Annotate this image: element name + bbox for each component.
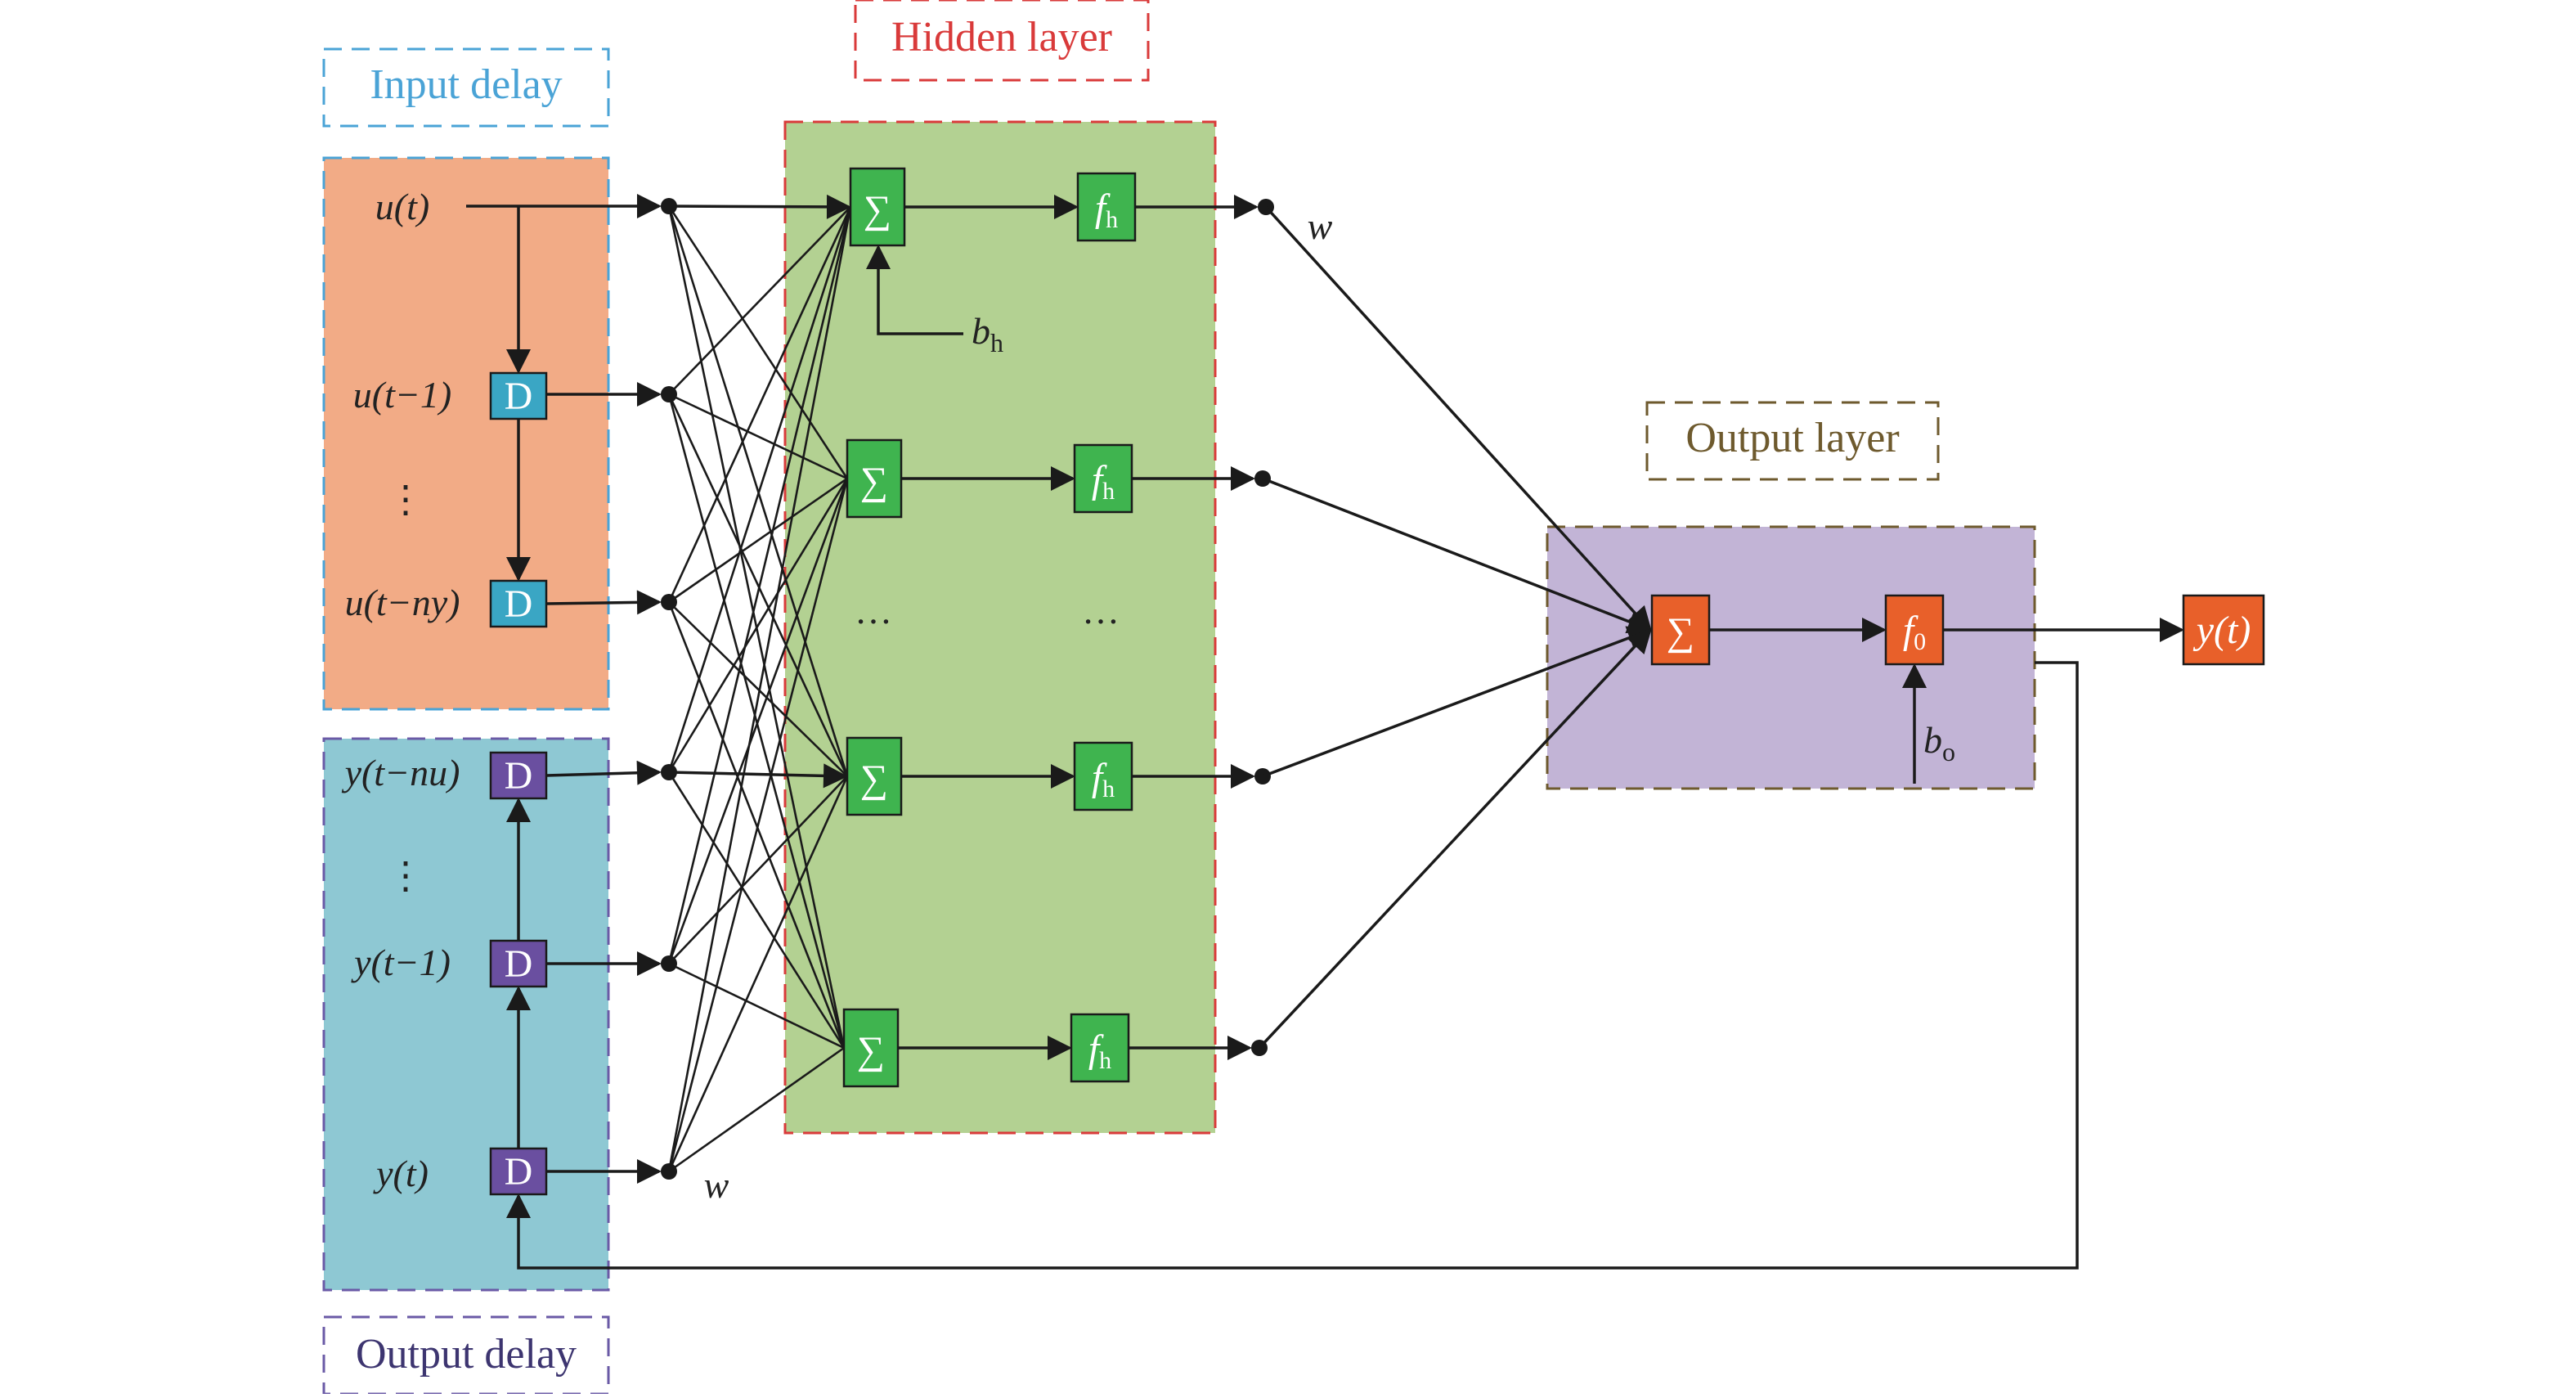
- label-y-t-1: y(t−1): [351, 942, 451, 983]
- delay-box-y1-label: D: [505, 942, 533, 986]
- hidden-activation-1: fh: [1076, 172, 1137, 242]
- wire-27: [667, 478, 849, 964]
- hidden-activation-2: fh: [1073, 443, 1133, 514]
- output-layer-title: Output layer: [1685, 415, 1899, 461]
- hidden-sum-2: ∑: [846, 438, 903, 519]
- label-u-t-ny: u(t−ny): [345, 582, 460, 623]
- wire-3: [545, 760, 662, 785]
- output-layer-title-frame: [1645, 401, 1940, 481]
- connection-wires: [466, 194, 2184, 1270]
- weight-label-bottom: w: [704, 1164, 729, 1206]
- hidden-layer-title: Hidden layer: [891, 14, 1112, 61]
- hidden-activation-4: fh: [1070, 1013, 1130, 1083]
- label-ellipsis-y: ⋮: [387, 855, 424, 897]
- wire-16: [667, 393, 849, 777]
- wire-29: [668, 962, 845, 1050]
- input-delay-title: Input delay: [370, 61, 562, 108]
- wire-14: [668, 206, 851, 395]
- output-y-label: y(t): [2192, 609, 2251, 652]
- hidden-bias-label: bh: [972, 310, 1003, 357]
- wire-21: [667, 601, 846, 1049]
- label-y-t-nu: y(t−nu): [342, 752, 460, 793]
- hidden-sum-3: ∑: [846, 736, 903, 816]
- hidden-layer-region: [783, 120, 1217, 1135]
- wire-20: [668, 601, 848, 777]
- label-ellipsis-u: ⋮: [387, 479, 424, 520]
- output-delay-region: [322, 737, 610, 1292]
- input-node-3: [661, 594, 677, 610]
- hidden-activation-3: fh: [1073, 741, 1133, 811]
- delay-box-u1-label: D: [505, 375, 533, 418]
- input-node-4: [661, 764, 677, 780]
- input-node-1: [661, 198, 677, 214]
- delay-box-uny: D: [489, 579, 548, 628]
- input-node-5: [661, 955, 677, 972]
- output-delay-title: Output delay: [356, 1331, 577, 1378]
- output-layer-region: [1546, 525, 2036, 790]
- hidden-sum-1: ∑: [849, 167, 906, 247]
- wire-35: [668, 763, 848, 789]
- wire-28: [668, 775, 848, 964]
- wire-17: [667, 393, 846, 1049]
- wire-34: [668, 194, 851, 219]
- wire-18: [667, 206, 852, 603]
- output-activation: f0: [1884, 594, 1945, 666]
- wire-11: [667, 205, 849, 479]
- hidden-sum-4-symbol: ∑: [857, 1029, 885, 1072]
- wire-10: [506, 661, 2079, 1270]
- delay-box-ynu-label: D: [505, 754, 533, 798]
- label-u-t-1: u(t−1): [353, 374, 451, 416]
- wire-46: [1262, 477, 1653, 634]
- hidden-activation-ellipsis: …: [1082, 590, 1120, 632]
- wire-2: [545, 590, 662, 615]
- delay-box-uny-label: D: [505, 582, 533, 626]
- hidden-sum-3-symbol: ∑: [860, 757, 888, 801]
- output-sum: ∑: [1650, 594, 1711, 666]
- hidden-sum-ellipsis: …: [855, 590, 892, 632]
- hidden-sum-1-symbol: ∑: [864, 188, 891, 232]
- output-y-box: y(t): [2182, 594, 2265, 666]
- input-node-2: [661, 386, 677, 402]
- input-delay-title-frame: [322, 47, 610, 128]
- wire-30: [667, 206, 852, 1172]
- wire-25: [667, 771, 846, 1049]
- delay-box-y1: D: [489, 939, 548, 988]
- input-delay-region: [322, 156, 610, 711]
- input-node-6: [661, 1163, 677, 1180]
- delay-box-u1: D: [489, 371, 548, 420]
- wire-47: [1262, 626, 1653, 778]
- output-bias-label: bo: [1923, 719, 1955, 766]
- wire-23: [667, 478, 849, 773]
- wire-32: [667, 775, 849, 1172]
- weight-label-top: w: [1308, 205, 1333, 247]
- delay-box-y: D: [489, 1147, 548, 1196]
- wire-48: [1258, 627, 1653, 1050]
- label-u-t: u(t): [375, 186, 429, 227]
- wire-45: [1264, 205, 1653, 632]
- wire-33: [668, 1046, 845, 1173]
- wire-31: [667, 478, 849, 1172]
- delay-box-ynu: D: [489, 751, 548, 800]
- wire-22: [667, 206, 852, 773]
- wire-19: [668, 477, 848, 604]
- wire-26: [667, 206, 852, 964]
- hidden-layer-title-frame: [854, 0, 1150, 82]
- wire-36: [866, 245, 963, 335]
- hidden-sum-4: ∑: [842, 1008, 900, 1088]
- delay-box-y-label: D: [505, 1150, 533, 1193]
- output-sum-symbol: ∑: [1667, 610, 1694, 654]
- hidden-sum-2-symbol: ∑: [860, 460, 888, 503]
- wire-15: [668, 393, 848, 480]
- label-y-t: y(t): [373, 1153, 429, 1194]
